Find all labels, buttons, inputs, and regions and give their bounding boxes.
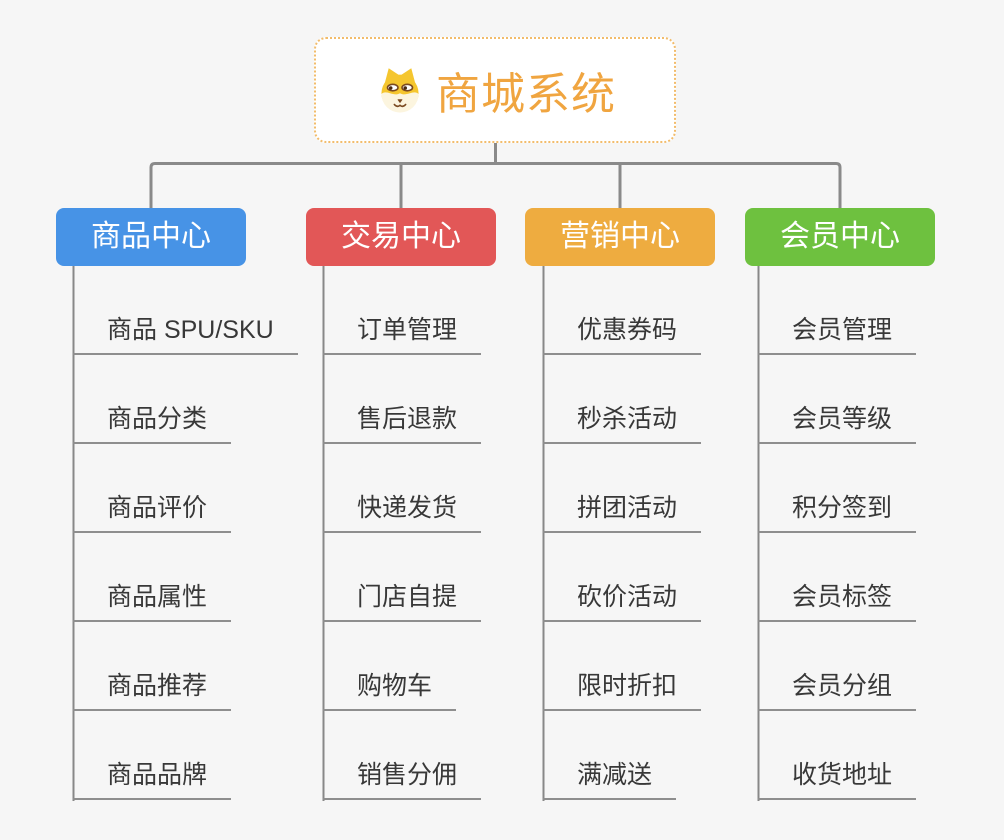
leaf-topic[interactable]: 销售分佣	[323, 761, 482, 800]
leaf-topic[interactable]: 商品 SPU/SKU	[73, 316, 298, 355]
leaf-topic[interactable]: 砍价活动	[543, 583, 702, 622]
branch-topic-member-center[interactable]: 会员中心	[745, 208, 935, 266]
leaf-topic[interactable]: 订单管理	[323, 316, 482, 355]
branch-topic-marketing-center[interactable]: 营销中心	[525, 208, 715, 266]
branch-label: 会员中心	[780, 220, 900, 253]
leaf-topic[interactable]: 快递发货	[323, 494, 482, 533]
leaf-topic[interactable]: 收货地址	[758, 761, 917, 800]
root-topic-card[interactable]: 商城系统	[314, 37, 676, 143]
leaf-topic[interactable]: 商品品牌	[73, 761, 232, 800]
leaf-topic[interactable]: 购物车	[323, 672, 457, 711]
leaf-topic[interactable]: 积分签到	[758, 494, 917, 533]
leaf-topic[interactable]: 秒杀活动	[543, 405, 702, 444]
leaf-topic[interactable]: 商品属性	[73, 583, 232, 622]
leaf-topic[interactable]: 优惠券码	[543, 316, 702, 355]
leaf-topic[interactable]: 商品分类	[73, 405, 232, 444]
branch-label: 营销中心	[560, 220, 680, 253]
root-topic-label: 商城系统	[436, 70, 616, 119]
leaf-topic[interactable]: 限时折扣	[543, 672, 702, 711]
leaf-topic[interactable]: 会员分组	[758, 672, 917, 711]
leaf-topic[interactable]: 商品评价	[73, 494, 232, 533]
leaf-topic[interactable]: 满减送	[543, 761, 677, 800]
leaf-topic[interactable]: 门店自提	[323, 583, 482, 622]
branch-label: 交易中心	[341, 220, 461, 253]
branch-topic-trade-center[interactable]: 交易中心	[306, 208, 496, 266]
branch-topic-product-center[interactable]: 商品中心	[56, 208, 246, 266]
leaf-topic[interactable]: 商品推荐	[73, 672, 232, 711]
leaf-topic[interactable]: 售后退款	[323, 405, 482, 444]
branch-label: 商品中心	[91, 220, 211, 253]
leaf-topic[interactable]: 会员管理	[758, 316, 917, 355]
leaf-topic[interactable]: 拼团活动	[543, 494, 702, 533]
leaf-topic[interactable]: 会员标签	[758, 583, 917, 622]
dog-icon	[374, 65, 426, 115]
leaf-topic[interactable]: 会员等级	[758, 405, 917, 444]
